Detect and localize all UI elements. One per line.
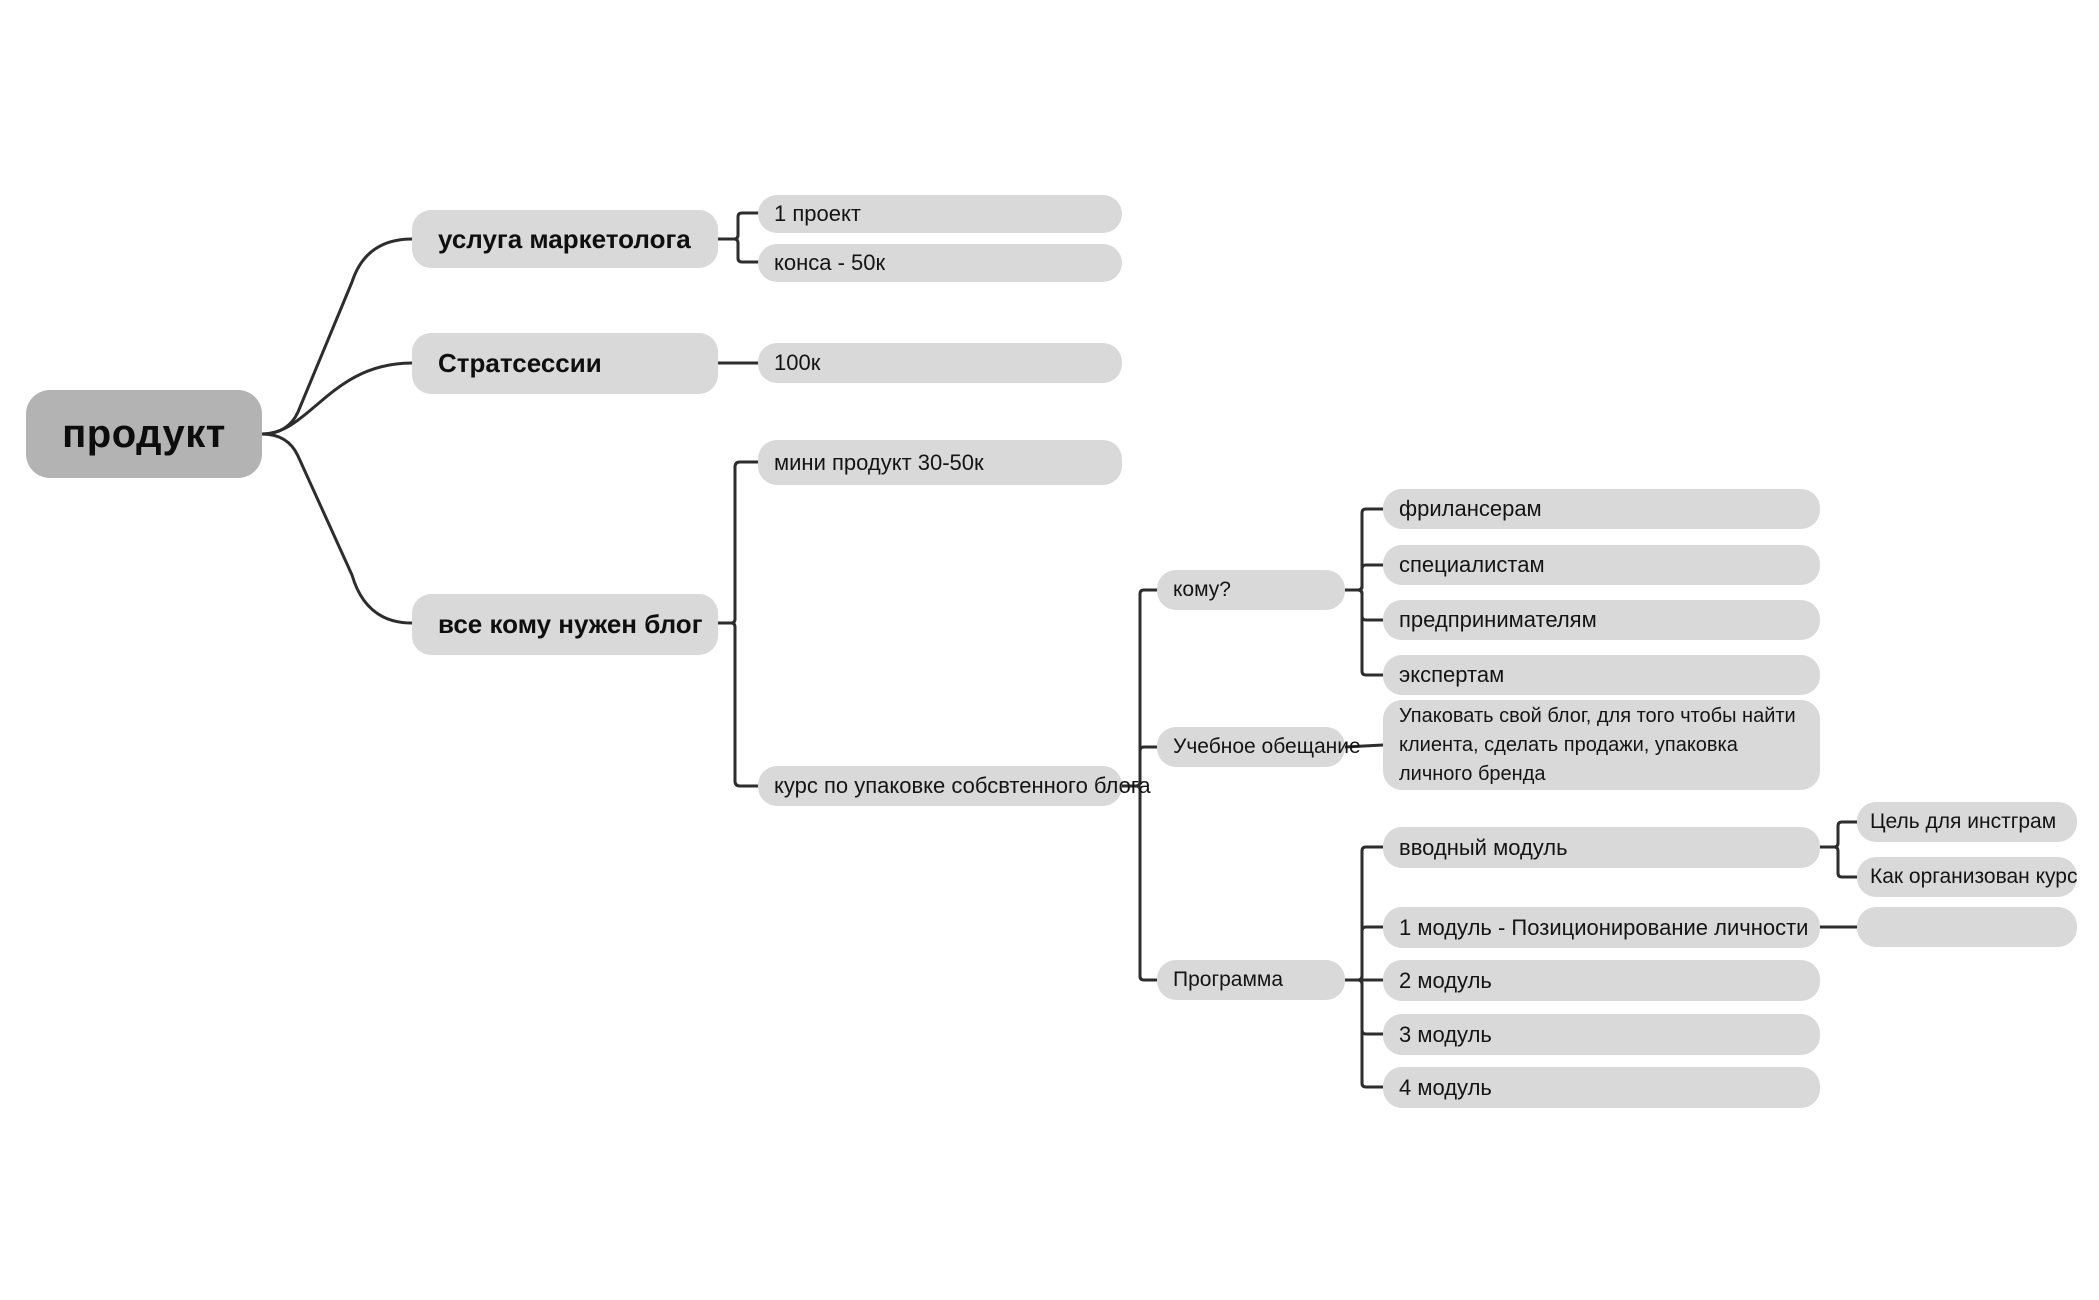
node-learning-promise[interactable]: Учебное обещание xyxy=(1157,727,1361,767)
connector-intro-to-instagram-goal xyxy=(1818,820,1859,849)
connector-root-to-everyone-needs-blog xyxy=(260,432,414,625)
connector-program-to-module1 xyxy=(1343,925,1385,982)
node-promise-text[interactable]: Упаковать свой блог, для того чтобы найт… xyxy=(1383,700,1820,790)
node-module-3[interactable]: 3 модуль xyxy=(1383,1014,1820,1055)
node-marketing-service[interactable]: услуга маркетолога xyxy=(412,210,718,268)
node-instagram-goal[interactable]: Цель для инстграм xyxy=(1857,802,2077,842)
connector-program-to-module4 xyxy=(1343,978,1385,1089)
connector-intro-to-course-organization xyxy=(1818,845,1859,879)
node-konsa-50k[interactable]: конса - 50к xyxy=(758,244,1122,282)
node-strategy-sessions[interactable]: Стратсессии xyxy=(412,333,718,394)
node-entrepreneurs[interactable]: предпринимателям xyxy=(1383,600,1820,640)
node-empty-topic[interactable] xyxy=(1857,907,2077,947)
connector-program-to-intro xyxy=(1343,845,1385,982)
node-mini-product[interactable]: мини продукт 30-50к xyxy=(758,440,1122,485)
connector-whom-to-specialists xyxy=(1343,563,1385,592)
node-module-2[interactable]: 2 модуль xyxy=(1383,960,1820,1001)
connector-program-to-module3 xyxy=(1343,978,1385,1036)
node-module-1[interactable]: 1 модуль - Позиционирование личности xyxy=(1383,907,1820,948)
node-freelancers[interactable]: фрилансерам xyxy=(1383,489,1820,529)
node-module-4[interactable]: 4 модуль xyxy=(1383,1067,1820,1108)
connector-root-to-marketing-service xyxy=(260,237,414,436)
connector-promise-to-text xyxy=(1343,743,1385,749)
node-blog-packaging-course[interactable]: курс по упаковке собсвтенного блога xyxy=(758,766,1151,806)
connector-blog-to-course xyxy=(716,621,760,788)
node-intro-module[interactable]: вводный модуль xyxy=(1383,827,1820,868)
node-1-project[interactable]: 1 проект xyxy=(758,195,1122,233)
connector-whom-to-experts xyxy=(1343,588,1385,677)
node-everyone-needs-blog[interactable]: все кому нужен блог xyxy=(412,594,718,655)
node-program[interactable]: Программа xyxy=(1157,960,1345,1000)
node-100k[interactable]: 100к xyxy=(758,343,1122,383)
node-specialists[interactable]: специалистам xyxy=(1383,545,1820,585)
connector-root-to-strategy-sessions xyxy=(260,361,414,436)
node-course-organization[interactable]: Как организован курс xyxy=(1857,857,2077,897)
node-experts[interactable]: экспертам xyxy=(1383,655,1820,695)
node-product-root[interactable]: продукт xyxy=(26,390,262,478)
connector-whom-to-freelancers xyxy=(1343,507,1385,592)
node-for-whom[interactable]: кому? xyxy=(1157,570,1345,610)
connector-whom-to-entrepreneurs xyxy=(1343,588,1385,622)
connector-blog-to-mini-product xyxy=(716,460,760,625)
connector-marketing-to-1-project xyxy=(716,211,760,241)
connector-marketing-to-konsa xyxy=(716,237,760,264)
connector-course-to-program xyxy=(1120,784,1159,982)
